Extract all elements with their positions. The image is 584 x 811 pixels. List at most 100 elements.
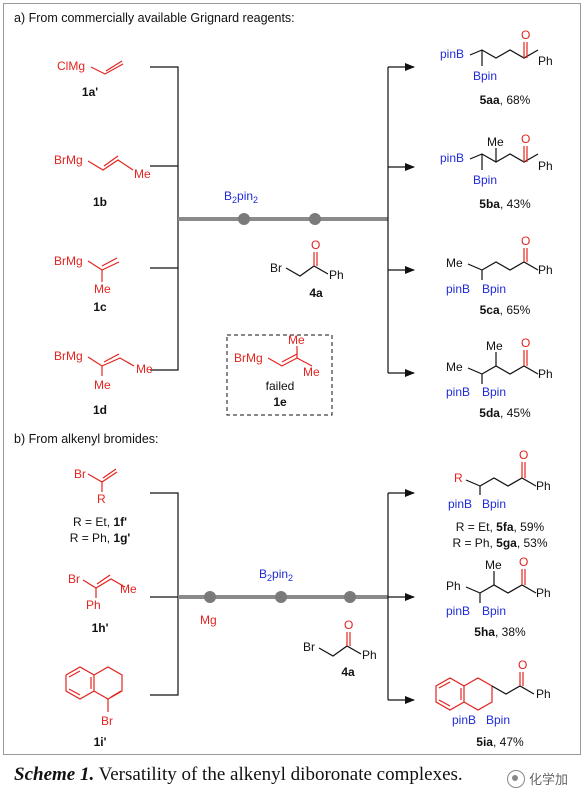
svg-text:Me: Me bbox=[94, 378, 111, 392]
bromide-1f-1g: Br R R = Et, 1f' R = Ph, 1g' bbox=[70, 467, 131, 545]
svg-text:Me: Me bbox=[303, 365, 320, 379]
reagent-1d-id: 1d bbox=[93, 403, 107, 417]
bromide-1h-id: 1h' bbox=[92, 621, 109, 635]
panel-a-right-bracket bbox=[387, 63, 415, 377]
svg-text:Ph: Ph bbox=[538, 263, 553, 277]
svg-text:pinB: pinB bbox=[440, 47, 464, 61]
svg-text:Br: Br bbox=[68, 572, 80, 586]
svg-text:Me: Me bbox=[446, 360, 463, 374]
svg-text:BrMg: BrMg bbox=[234, 351, 263, 365]
panel-b-b2pin2-label: B2pin2 bbox=[259, 567, 293, 583]
svg-text:Ph: Ph bbox=[538, 54, 553, 68]
caption-text: Versatility of the alkenyl diboronate co… bbox=[94, 764, 463, 785]
svg-text:Bpin: Bpin bbox=[473, 69, 497, 83]
panel-b-node-3 bbox=[344, 591, 356, 603]
reagent-1c-id: 1c bbox=[93, 300, 107, 314]
svg-text:Me: Me bbox=[134, 167, 151, 181]
svg-text:pinB: pinB bbox=[452, 713, 476, 727]
svg-text:BrMg: BrMg bbox=[54, 153, 83, 167]
product-5fa-5ga: R O pinB Bpin Ph R = Et, 5fa, 59% R = Ph… bbox=[448, 448, 551, 550]
reagent-1b: BrMg Me 1b bbox=[54, 153, 151, 209]
bromide-1g-line: R = Ph, 1g' bbox=[70, 531, 131, 545]
product-5ha: Ph Me O pinB Bpin Ph 5ha, 38% bbox=[446, 555, 551, 639]
failed-status: failed bbox=[266, 379, 295, 393]
coupling-partner-4a-b-id: 4a bbox=[341, 665, 355, 679]
panel-b-mg-label: Mg bbox=[200, 613, 217, 627]
svg-text:O: O bbox=[519, 448, 528, 462]
svg-text:R: R bbox=[97, 492, 106, 506]
svg-text:pinB: pinB bbox=[446, 604, 470, 618]
svg-text:Bpin: Bpin bbox=[482, 604, 506, 618]
svg-text:Bpin: Bpin bbox=[473, 173, 497, 187]
svg-text:O: O bbox=[521, 336, 530, 350]
svg-text:Bpin: Bpin bbox=[482, 497, 506, 511]
panel-a-node-1 bbox=[238, 213, 250, 225]
svg-text:Ph: Ph bbox=[536, 586, 551, 600]
svg-text:Ph: Ph bbox=[538, 159, 553, 173]
svg-text:Br: Br bbox=[270, 261, 282, 275]
reagent-1a: ClMg 1a' bbox=[57, 59, 124, 99]
coupling-partner-4a-b: Br O Ph 4a bbox=[303, 618, 377, 679]
reagent-1a-id: 1a' bbox=[82, 85, 98, 99]
svg-text:Br: Br bbox=[101, 714, 113, 728]
svg-text:Bpin: Bpin bbox=[482, 282, 506, 296]
svg-text:O: O bbox=[521, 28, 530, 42]
svg-text:Br: Br bbox=[303, 640, 315, 654]
svg-text:O: O bbox=[344, 618, 353, 632]
svg-text:O: O bbox=[311, 238, 320, 252]
svg-text:Ph: Ph bbox=[536, 479, 551, 493]
coupling-partner-4a-a-id: 4a bbox=[309, 286, 323, 300]
panel-a-b2pin2-label: B2pin2 bbox=[224, 189, 258, 205]
failed-substrate-1e: BrMg Me Me failed 1e bbox=[226, 333, 333, 416]
svg-text:Ph: Ph bbox=[86, 598, 101, 612]
panel-b-heading: b) From alkenyl bromides: bbox=[14, 432, 159, 446]
product-5fa-line: R = Et, 5fa, 59% bbox=[456, 520, 545, 534]
svg-text:Bpin: Bpin bbox=[486, 713, 510, 727]
coupling-partner-4a-a: Br O Ph 4a bbox=[270, 238, 344, 300]
product-5ia-label: 5ia, 47% bbox=[476, 735, 524, 749]
panel-b-node-1 bbox=[204, 591, 216, 603]
svg-text:ClMg: ClMg bbox=[57, 59, 85, 73]
svg-text:Me: Me bbox=[288, 333, 305, 347]
svg-text:O: O bbox=[518, 658, 527, 672]
panel-a-node-2 bbox=[309, 213, 321, 225]
svg-text:Ph: Ph bbox=[538, 367, 553, 381]
svg-text:Me: Me bbox=[485, 558, 502, 572]
caption-label: Scheme 1. bbox=[14, 764, 95, 785]
svg-text:Me: Me bbox=[446, 256, 463, 270]
product-5ba-label: 5ba, 43% bbox=[479, 197, 531, 211]
svg-text:Me: Me bbox=[120, 582, 137, 596]
svg-text:Me: Me bbox=[487, 135, 504, 149]
failed-id: 1e bbox=[273, 395, 287, 409]
svg-text:Me: Me bbox=[486, 339, 503, 353]
reagent-1c: BrMg Me 1c bbox=[54, 254, 120, 314]
svg-text:R: R bbox=[454, 471, 463, 485]
svg-text:Ph: Ph bbox=[362, 648, 377, 662]
svg-text:Bpin: Bpin bbox=[482, 385, 506, 399]
product-5ha-label: 5ha, 38% bbox=[474, 625, 526, 639]
svg-text:BrMg: BrMg bbox=[54, 349, 83, 363]
panel-b-right-bracket bbox=[387, 489, 415, 704]
svg-text:Me: Me bbox=[136, 362, 153, 376]
product-5da: Me Me O pinB Bpin Ph 5da, 45% bbox=[446, 336, 553, 420]
svg-text:Ph: Ph bbox=[446, 579, 461, 593]
product-5ia: O Ph pinB Bpin 5ia, 47% bbox=[435, 658, 551, 749]
figure-caption: Scheme 1. Versatility of the alkenyl dib… bbox=[14, 764, 463, 786]
svg-text:pinB: pinB bbox=[448, 497, 472, 511]
panel-b-left-bracket bbox=[150, 492, 179, 696]
panel-a-left-bracket bbox=[150, 66, 179, 371]
svg-text:O: O bbox=[521, 234, 530, 248]
bromide-1i bbox=[65, 666, 123, 712]
bromide-1i-id: 1i' bbox=[94, 735, 107, 749]
svg-text:Br: Br bbox=[74, 467, 86, 481]
product-5ca: Me O pinB Bpin Ph 5ca, 65% bbox=[446, 234, 553, 317]
panel-a-heading: a) From commercially available Grignard … bbox=[14, 11, 295, 25]
svg-text:O: O bbox=[519, 555, 528, 569]
product-5aa-label: 5aa, 68% bbox=[480, 93, 531, 107]
figure-frame bbox=[3, 3, 581, 755]
bromide-1f-line: R = Et, 1f' bbox=[73, 515, 127, 529]
watermark: 化学加 bbox=[506, 769, 568, 788]
svg-text:Ph: Ph bbox=[329, 268, 344, 282]
panel-b-node-2 bbox=[275, 591, 287, 603]
